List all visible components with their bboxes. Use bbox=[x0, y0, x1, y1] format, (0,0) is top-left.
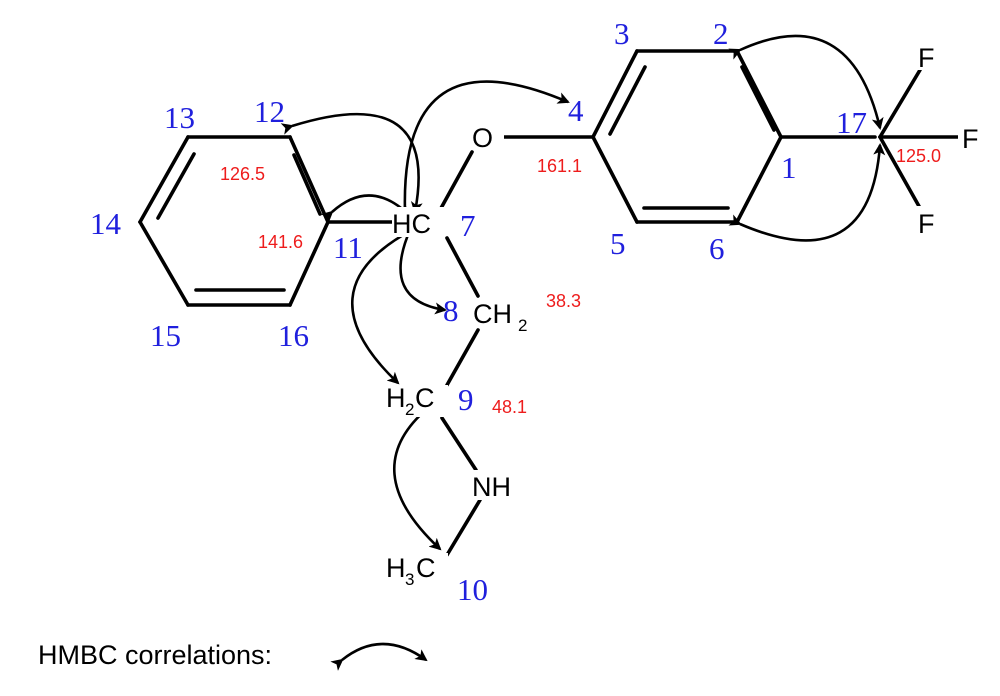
hmbc-arrow-h2-c17 bbox=[728, 34, 884, 130]
shift-c12: 126.5 bbox=[220, 164, 265, 184]
atom-labels: O HC CH 2 H 2 C NH H 3 C F F F bbox=[384, 40, 988, 589]
shift-c17: 125.0 bbox=[896, 146, 941, 166]
atom-number-7: 7 bbox=[460, 208, 476, 243]
hmbc-arrow-h12-c7 bbox=[280, 112, 423, 214]
atom-number-8: 8 bbox=[443, 293, 459, 328]
atom-numbers: 1 2 3 4 5 6 7 8 9 10 11 12 13 14 15 16 1… bbox=[90, 16, 867, 607]
atom-number-13: 13 bbox=[164, 100, 195, 135]
fluorine-bottom-label: F bbox=[918, 209, 935, 239]
phenyl-ring bbox=[138, 135, 330, 307]
h2c-9-subscript: 2 bbox=[405, 400, 414, 419]
legend-label: HMBC correlations: bbox=[38, 640, 272, 670]
h3c-c-label: C bbox=[416, 553, 436, 583]
atom-number-11: 11 bbox=[333, 230, 363, 265]
shift-c8: 38.3 bbox=[546, 291, 581, 311]
shift-c4: 161.1 bbox=[537, 156, 582, 176]
atom-number-15: 15 bbox=[150, 318, 181, 353]
hmbc-arrow-h6-c17 bbox=[728, 143, 886, 242]
ch2-8-label: CH bbox=[473, 299, 512, 329]
aryl-ring bbox=[591, 49, 783, 224]
hmbc-arrow-h7-c9 bbox=[351, 219, 424, 385]
atom-number-9: 9 bbox=[458, 382, 474, 417]
oxygen-label: O bbox=[472, 123, 493, 153]
nh-label: NH bbox=[472, 472, 511, 502]
atom-number-17: 17 bbox=[836, 105, 867, 140]
atom-number-3: 3 bbox=[614, 16, 630, 51]
hc7-label: HC bbox=[392, 209, 431, 239]
h2c-9-h-label: H bbox=[386, 383, 406, 413]
legend-arrow-sample bbox=[330, 642, 428, 671]
fluorine-top-label: F bbox=[918, 43, 935, 73]
atom-number-14: 14 bbox=[90, 206, 122, 241]
atom-number-1: 1 bbox=[781, 150, 797, 185]
atom-number-16: 16 bbox=[278, 318, 309, 353]
atom-number-10: 10 bbox=[457, 572, 488, 607]
atom-number-4: 4 bbox=[568, 93, 584, 128]
h3c-subscript: 3 bbox=[405, 570, 414, 589]
backbone-bonds bbox=[326, 68, 962, 557]
atom-number-6: 6 bbox=[709, 231, 725, 266]
atom-number-2: 2 bbox=[713, 16, 729, 51]
atom-number-5: 5 bbox=[610, 226, 626, 261]
hmbc-arrow-h9-c10 bbox=[393, 396, 442, 551]
fluorine-right-label: F bbox=[962, 124, 979, 154]
atom-number-12: 12 bbox=[254, 94, 285, 129]
shift-c11: 141.6 bbox=[258, 232, 303, 252]
shift-c9: 48.1 bbox=[492, 397, 527, 417]
hmbc-arrow-h7-c8 bbox=[399, 218, 447, 315]
chemical-shifts: 126.5 141.6 161.1 125.0 38.3 48.1 bbox=[220, 146, 941, 417]
ch2-8-subscript: 2 bbox=[518, 316, 527, 335]
h2c-9-c-label: C bbox=[415, 383, 435, 413]
h3c-h-label: H bbox=[386, 553, 406, 583]
hmbc-arrows bbox=[280, 34, 886, 671]
